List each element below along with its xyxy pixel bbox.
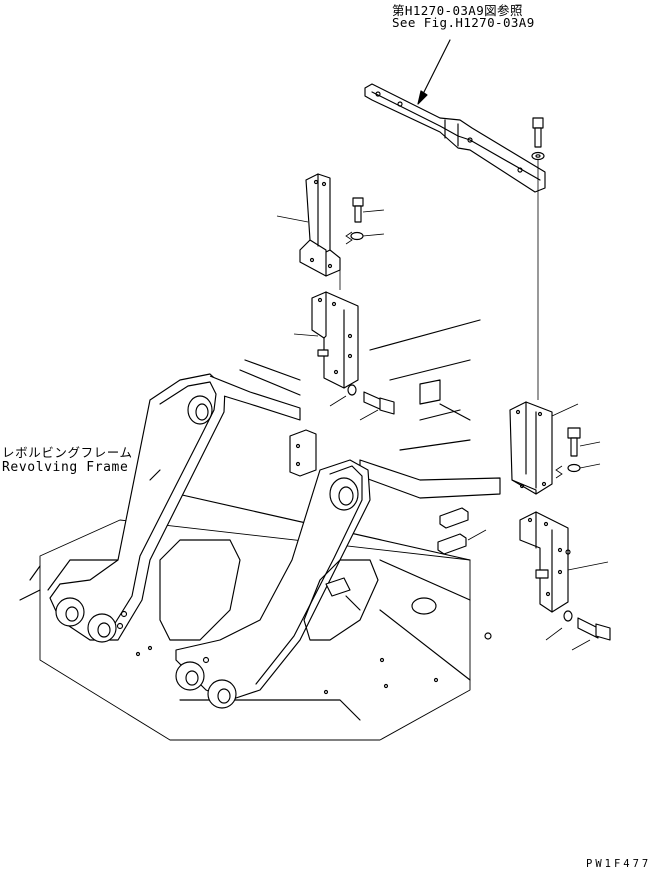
leader-mount-bracket xyxy=(293,333,319,337)
bolt-upper-right xyxy=(531,117,545,161)
leader-upper-bracket xyxy=(276,215,309,223)
upper-bracket-left xyxy=(299,173,341,277)
mount-bracket-left xyxy=(311,291,359,389)
leader-right-bracket xyxy=(551,403,579,417)
bolt-right-middle xyxy=(555,427,601,479)
reference-figure-label-jp: 第H1270-03A9図参照 xyxy=(392,3,523,18)
mount-bracket-right xyxy=(519,511,571,613)
bolt-right-lower xyxy=(545,610,611,651)
reference-leader-arrow xyxy=(417,39,451,105)
revolving-frame-label-en: Revolving Frame xyxy=(2,460,129,475)
reference-figure-label-en: See Fig.H1270-03A9 xyxy=(392,15,535,30)
upper-rail-part xyxy=(364,83,546,193)
drawing-code: PW1F477 xyxy=(586,858,652,870)
bolt-left-horizontal xyxy=(329,384,395,421)
shim-plates xyxy=(437,507,487,555)
frame-bracket-plate xyxy=(289,429,317,477)
upper-bracket-right xyxy=(509,401,553,495)
bolt-upper-middle xyxy=(345,197,385,245)
leader-right-mount xyxy=(567,561,609,571)
revolving-frame xyxy=(19,319,501,741)
revolving-frame-label-jp: レボルビングフレーム xyxy=(2,445,133,460)
